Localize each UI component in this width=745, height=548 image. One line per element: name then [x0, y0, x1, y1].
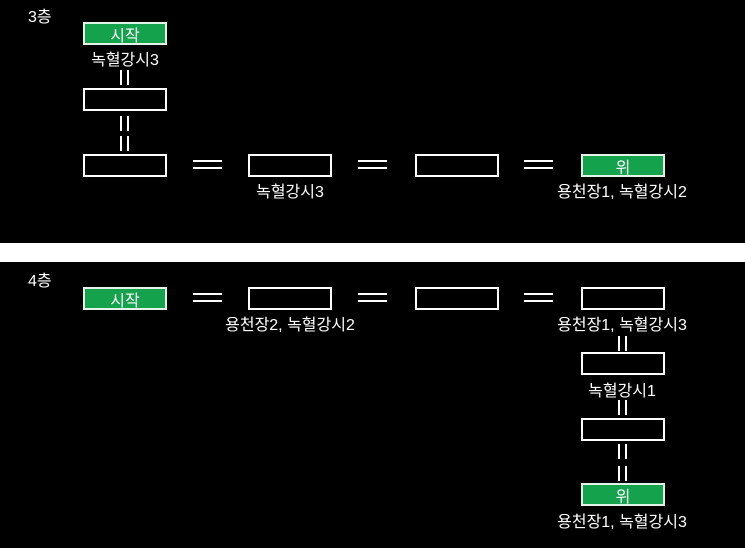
floor4-start-box: 시작 — [83, 287, 167, 310]
floor4-row-box-1-label: 용천장2, 녹혈강시2 — [225, 317, 355, 334]
horizontal-connector — [524, 293, 553, 302]
floor3-column-box-1 — [83, 88, 167, 111]
horizontal-connector — [524, 160, 553, 169]
floor4-column-box-1-label: 녹혈강시1 — [588, 383, 656, 400]
vertical-connector — [120, 116, 129, 131]
floor4-row-box-2 — [415, 287, 499, 310]
floor3-start-box: 시작 — [83, 22, 167, 45]
floor4-row-box-1 — [248, 287, 332, 310]
floor4-up-sublabel: 용천장1, 녹혈강시3 — [557, 514, 687, 531]
section-separator — [0, 243, 745, 262]
floor4-up-box: 위 — [581, 483, 665, 506]
floor3-title: 3층 — [28, 9, 52, 26]
floor3-row-box-1 — [83, 154, 167, 177]
horizontal-connector — [193, 160, 222, 169]
horizontal-connector — [193, 293, 222, 302]
vertical-connector — [618, 444, 627, 459]
horizontal-connector — [358, 160, 387, 169]
vertical-connector — [618, 466, 627, 481]
floor3-up-label: 위 — [615, 159, 631, 177]
floor4-column-box-1 — [581, 352, 665, 375]
floor3-up-sublabel: 용천장1, 녹혈강시2 — [557, 184, 687, 201]
floor3-start-label: 시작 — [110, 27, 140, 45]
vertical-connector — [618, 400, 627, 415]
floor3-row-box-2 — [248, 154, 332, 177]
floor4-up-label: 위 — [615, 488, 631, 506]
floor4-start-label: 시작 — [110, 292, 140, 310]
floor3-row-box-2-label: 녹혈강시3 — [256, 184, 324, 201]
floor3-up-box: 위 — [581, 154, 665, 177]
floor4-row-box-3-label: 용천장1, 녹혈강시3 — [557, 317, 687, 334]
vertical-connector — [120, 70, 129, 85]
horizontal-connector — [358, 293, 387, 302]
vertical-connector — [120, 136, 129, 151]
vertical-connector — [618, 336, 627, 351]
floor4-row-box-3 — [581, 287, 665, 310]
floor4-column-box-2 — [581, 418, 665, 441]
floor4-title: 4층 — [28, 273, 52, 290]
floor3-row-box-3 — [415, 154, 499, 177]
floor3-start-sublabel: 녹혈강시3 — [91, 52, 159, 69]
